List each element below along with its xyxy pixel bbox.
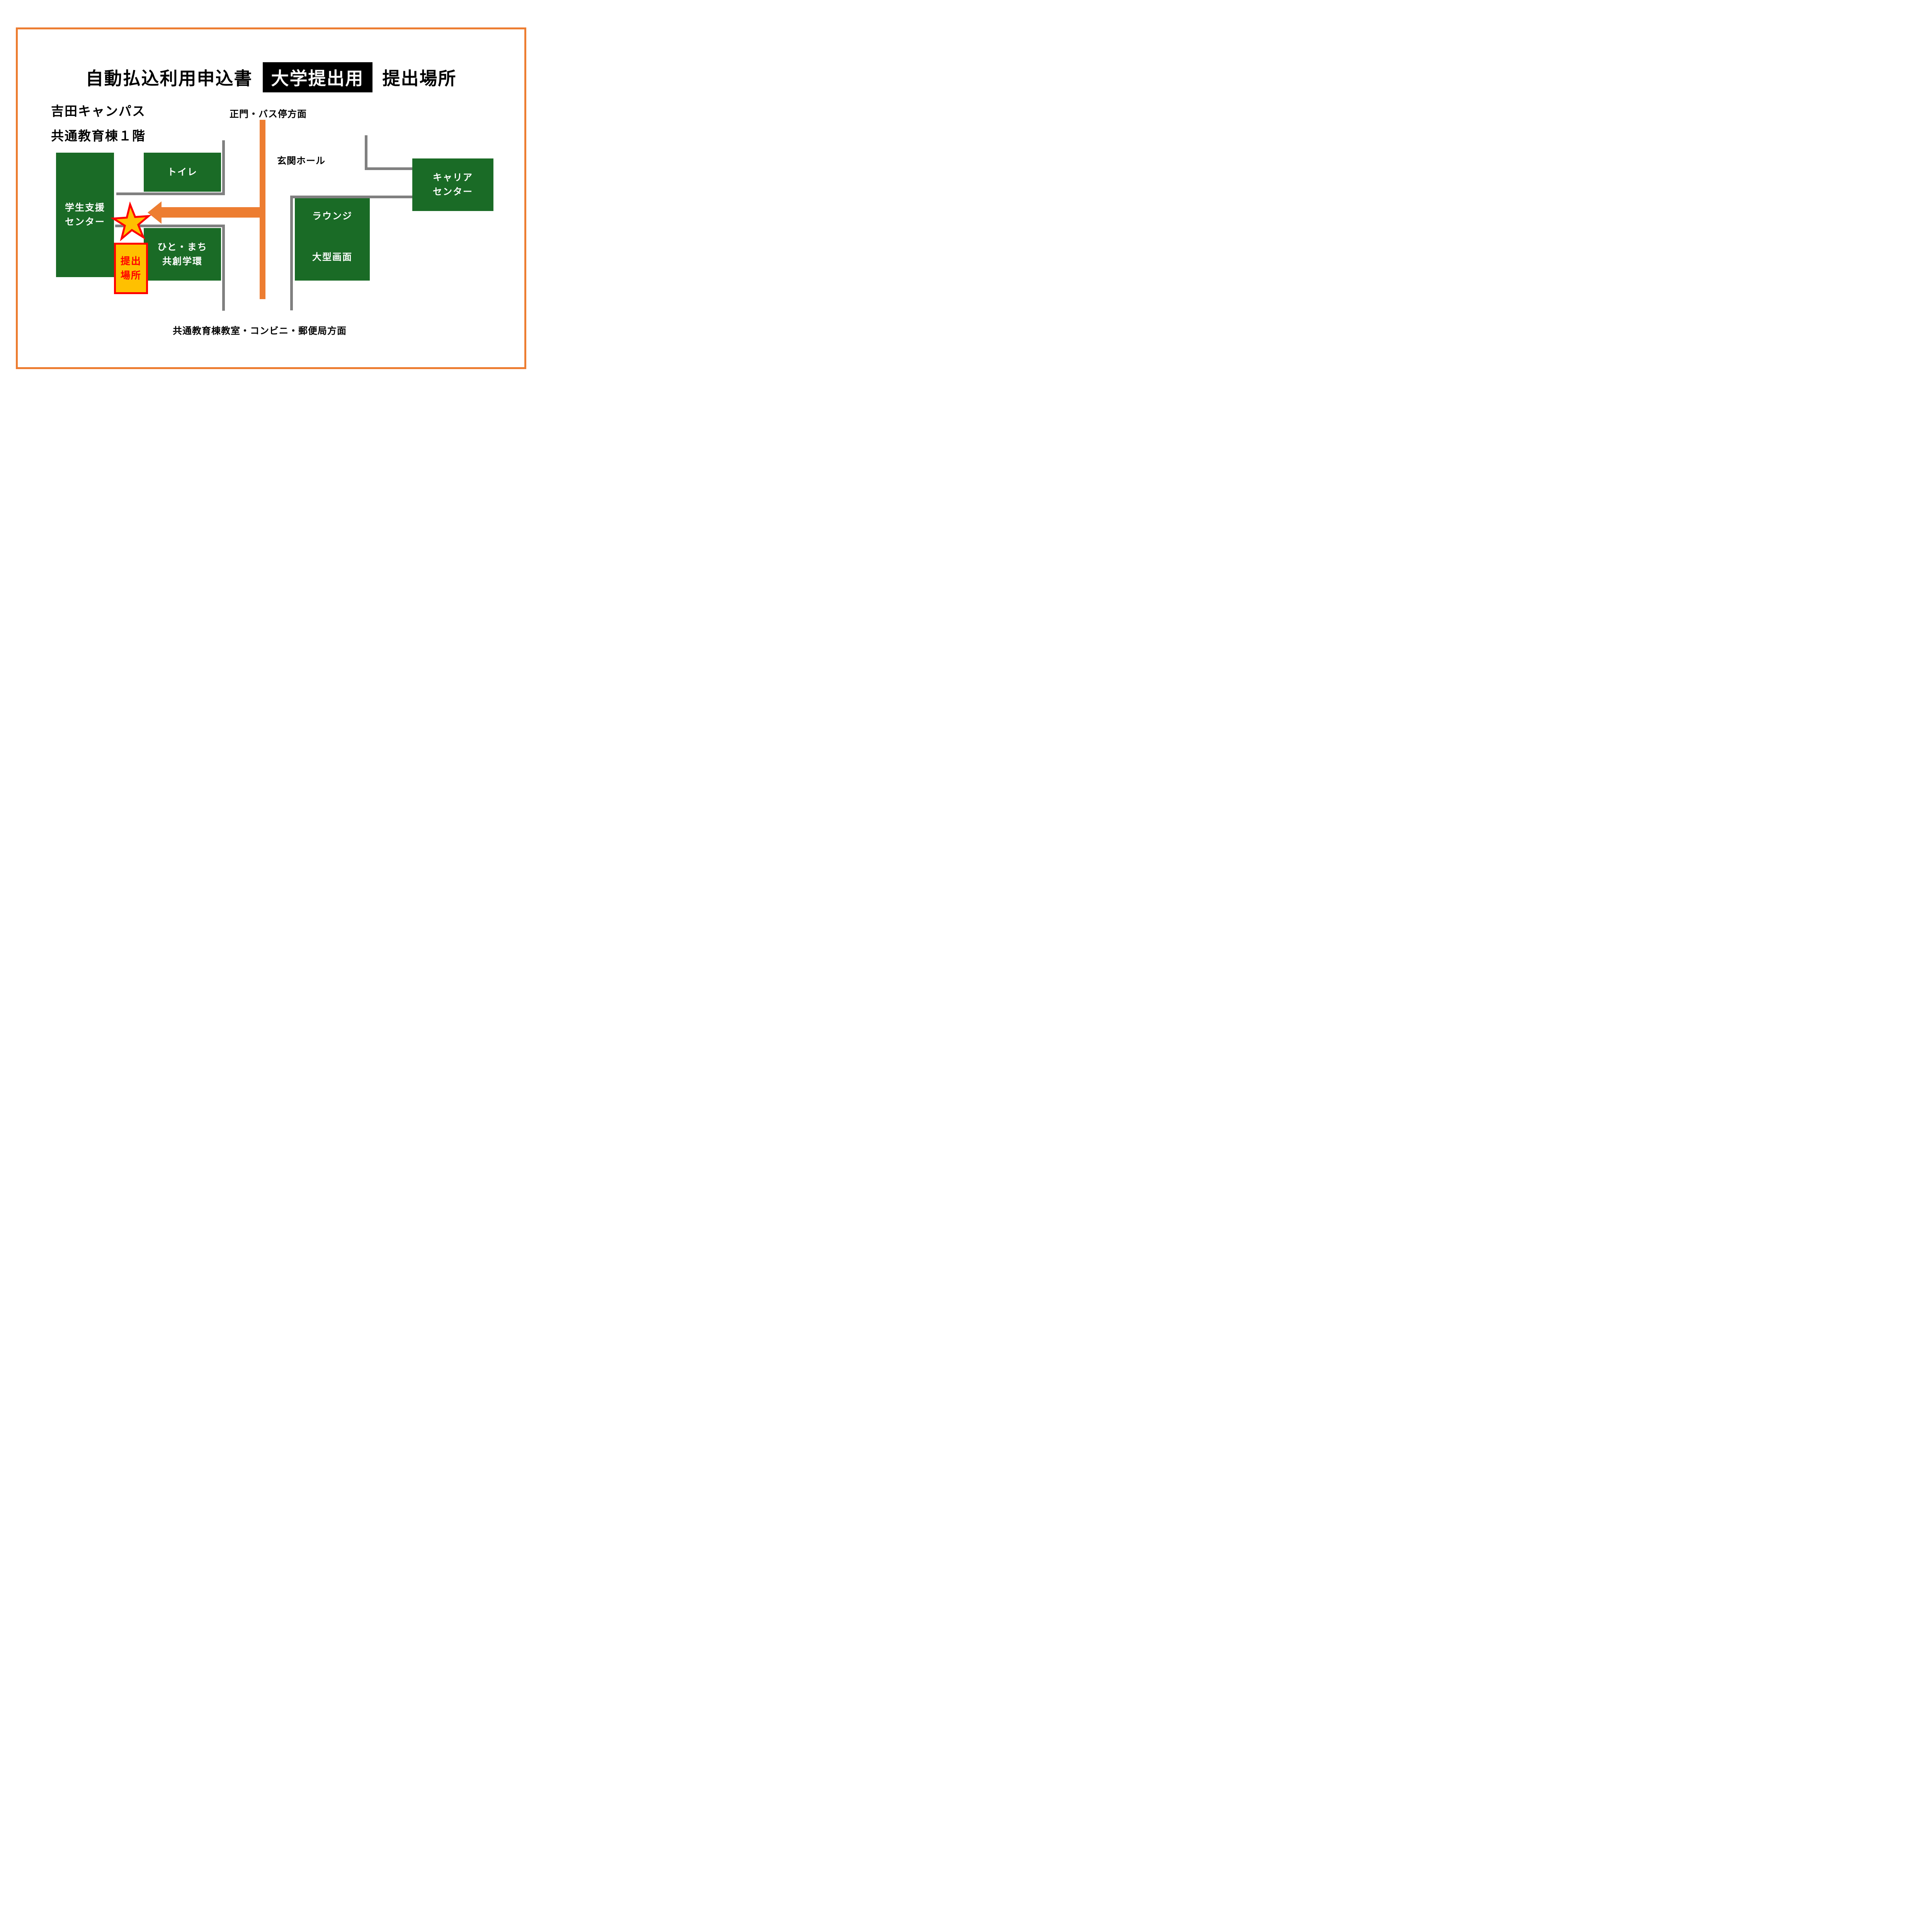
title-suffix: 提出場所: [382, 68, 457, 89]
campus-map-page: 自動払込利用申込書 大学提出用 提出場所 吉田キャンパス 共通教育棟１階 正門・…: [0, 0, 542, 383]
room-label: センター: [433, 187, 473, 197]
submission-label: 場所: [120, 270, 141, 281]
room-label: ひと・まち: [157, 242, 207, 252]
wall-entrance-hall: [365, 135, 367, 170]
room-label: 共創学環: [162, 256, 202, 267]
room-toilet: トイレ: [144, 153, 221, 192]
wall-lounge-left: [290, 196, 293, 310]
route-arrow-shaft: [161, 207, 264, 218]
room-label: ラウンジ: [312, 211, 352, 221]
campus-location-label: 吉田キャンパス 共通教育棟１階: [51, 99, 146, 149]
page-border-frame: [16, 27, 526, 369]
wall-toilet-bottom: [116, 192, 225, 195]
route-arrow-left-icon: [148, 201, 162, 224]
campus-name: 吉田キャンパス: [51, 104, 146, 118]
room-label: 大型画面: [312, 252, 352, 262]
room-lounge: ラウンジ 大型画面: [295, 198, 370, 281]
star-marker-icon: [110, 201, 151, 242]
room-career-center: キャリア センター: [412, 158, 493, 211]
room-label: センター: [65, 217, 105, 227]
room-hitomachi-gakkan: ひと・まち 共創学環: [144, 228, 221, 281]
submission-label: 提出: [120, 256, 141, 267]
wall-lounge-to-career: [290, 196, 413, 198]
wall-hall-to-career: [365, 167, 413, 170]
title-badge: 大学提出用: [262, 62, 372, 92]
entrance-hall-label: 玄関ホール: [277, 156, 325, 166]
wall-toilet-right: [222, 140, 225, 195]
room-label: キャリア: [433, 172, 473, 183]
page-title: 自動払込利用申込書 大学提出用 提出場所: [16, 62, 526, 92]
building-floor: 共通教育棟１階: [51, 129, 146, 143]
room-student-support-center: 学生支援 センター: [56, 153, 114, 277]
title-prefix: 自動払込利用申込書: [85, 68, 253, 89]
wall-hitomachi-top: [115, 225, 225, 227]
submission-location-box: 提出 場所: [114, 243, 148, 294]
room-label: 学生支援: [65, 202, 105, 213]
room-label: トイレ: [167, 167, 197, 177]
gate-direction-label: 正門・バス停方面: [230, 109, 307, 119]
bottom-direction-label: 共通教育棟教室・コンビニ・郵便局方面: [173, 326, 347, 336]
wall-hitomachi-right: [222, 225, 225, 311]
